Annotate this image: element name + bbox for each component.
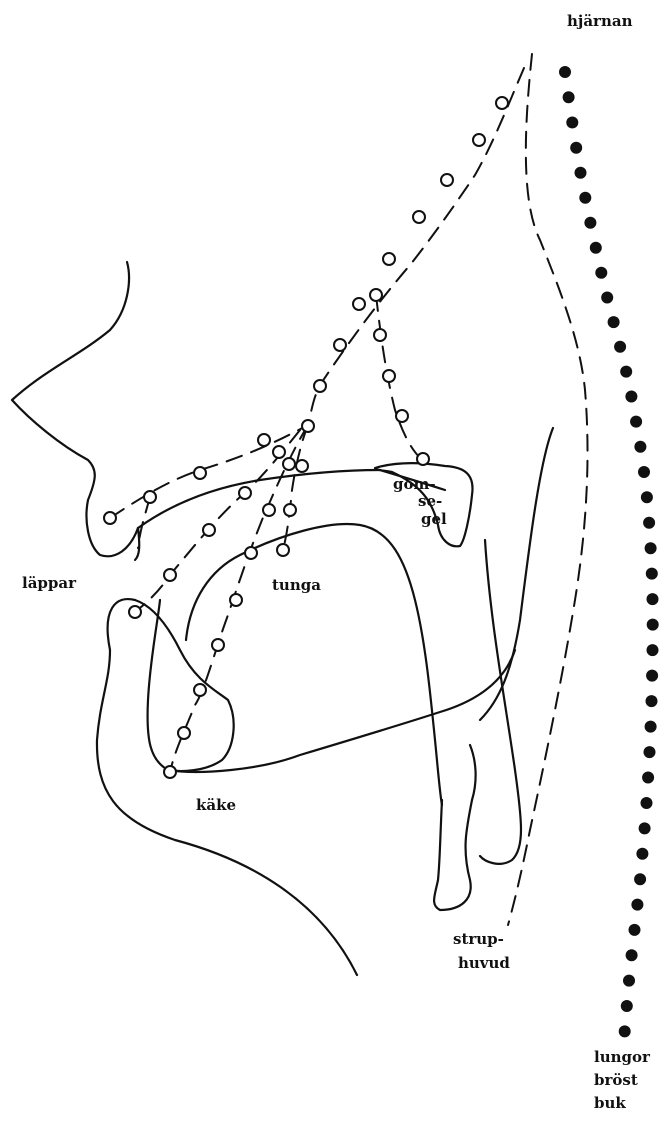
node [277,544,289,556]
labels: hjärnan läppar tunga gom- se- gel käke s… [22,12,651,1112]
breath-dot [626,949,638,961]
breath-dot [641,491,653,503]
breath-dot [644,746,656,758]
node [212,639,224,651]
node [164,766,176,778]
pharynx-front-outline [480,540,521,864]
breath-dot [630,416,642,428]
node [258,434,270,446]
node [396,410,408,422]
breath-dot [595,267,607,279]
nerve-paths [110,54,588,925]
label-larynx-2: huvud [458,954,510,972]
breath-dot [575,167,587,179]
breath-dot [620,366,632,378]
back-of-throat-outline [480,428,553,720]
breath-dot [625,391,637,403]
node [239,487,251,499]
breath-dot [601,292,613,304]
node [203,524,215,536]
breath-dot [590,242,602,254]
breath-dot [643,517,655,529]
breath-dot [623,975,635,987]
breath-dot [621,1000,633,1012]
larynx-outline [434,745,476,910]
node [104,512,116,524]
node [164,569,176,581]
node [144,491,156,503]
node [230,594,242,606]
tongue-outline [186,524,442,805]
node [283,458,295,470]
node [296,460,308,472]
node [302,420,314,432]
tongue-body [186,524,442,805]
label-breathing-1: lungor [594,1048,651,1066]
label-breathing-2: bröst [594,1071,638,1089]
breath-dot [634,873,646,885]
label-soft-palate-3: gel [421,510,447,528]
breath-dot [634,441,646,453]
node [129,606,141,618]
nerve-brain-to-lips [110,68,524,518]
node [194,467,206,479]
breath-dot [629,924,641,936]
node [383,370,395,382]
node [194,684,206,696]
breath-dot [647,644,659,656]
label-breathing-3: buk [594,1094,626,1112]
node [245,547,257,559]
label-jaw: käke [196,796,236,814]
nerve-brain-to-larynx [508,54,588,925]
node [353,298,365,310]
breath-dot [639,822,651,834]
breath-dot [559,66,571,78]
breath-dot [608,316,620,328]
breath-dot [566,117,578,129]
nerve-nodes [104,97,508,778]
breath-dot [631,899,643,911]
breathing-dotted-line [559,66,659,1037]
node [178,727,190,739]
chin-outline [97,599,357,975]
breath-dot [646,695,658,707]
node [417,453,429,465]
label-tongue: tunga [272,576,321,594]
breath-dot [642,772,654,784]
node [263,504,275,516]
label-soft-palate-1: gom- [393,475,436,493]
breath-dot [614,341,626,353]
breath-dot [584,217,596,229]
breath-dot [641,797,653,809]
node [284,504,296,516]
node [273,446,285,458]
node [370,289,382,301]
breath-dot [619,1025,631,1037]
node [441,174,453,186]
breath-dot [645,721,657,733]
label-brain: hjärnan [567,12,633,30]
node [496,97,508,109]
label-soft-palate-2: se- [418,492,442,510]
node [334,339,346,351]
breath-dot [646,568,658,580]
label-larynx-1: strup- [453,930,504,948]
breath-dot [638,466,650,478]
label-lips: läppar [22,574,77,592]
node [413,211,425,223]
breath-dot [647,593,659,605]
node [314,380,326,392]
node [374,329,386,341]
breath-dot [647,619,659,631]
breath-dot [563,91,575,103]
node [383,253,395,265]
breath-dot [570,142,582,154]
breath-dot [579,192,591,204]
breath-dot [646,670,658,682]
breath-dot [645,542,657,554]
node [473,134,485,146]
breath-dot [636,848,648,860]
pharynx [434,428,553,910]
